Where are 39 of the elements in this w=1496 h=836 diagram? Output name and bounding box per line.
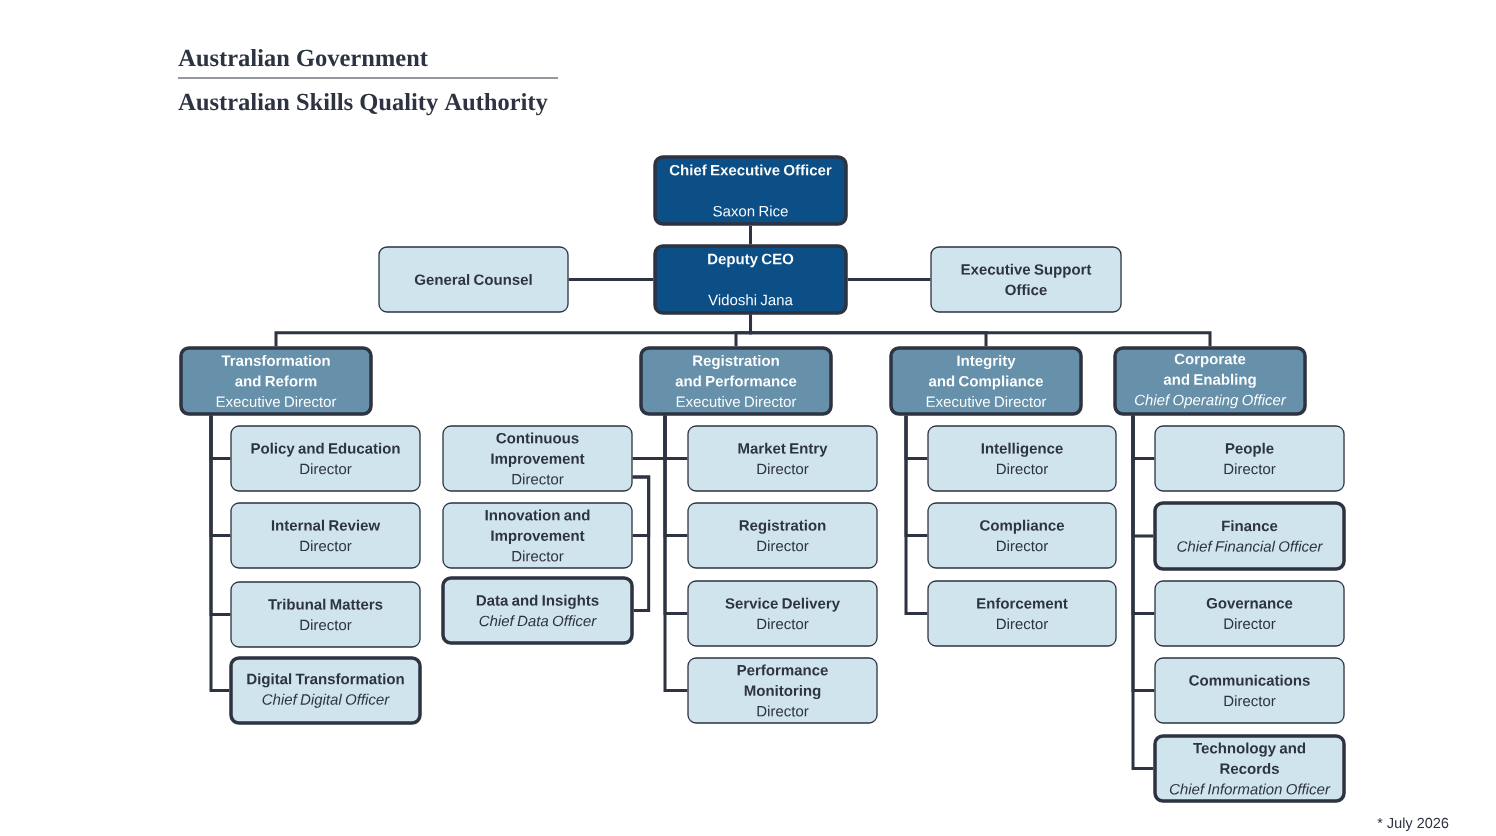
header-subtitle: Australian Skills Quality Authority (178, 93, 548, 116)
division-box: Registration and Performance Executive Director (639, 346, 833, 416)
connector-line (1131, 415, 1154, 770)
unit-box: People Director (1154, 425, 1345, 492)
unit-box: Policy and Education Director (230, 425, 421, 492)
unit-box: Governance Director (1154, 580, 1345, 647)
unit-box: Communications Director (1154, 657, 1345, 724)
connector-line (904, 415, 928, 615)
unit-box: Enforcement Director (927, 580, 1117, 647)
connector-line (749, 314, 1212, 347)
division-box: Corporate and Enabling Chief Operating Officer (1113, 346, 1307, 416)
unit-box: Performance Monitoring Director (687, 657, 878, 724)
unit-box: Internal Review Director (230, 502, 421, 569)
unit-box: Digital Transformation Chief Digital Officer (229, 656, 422, 725)
role-box: Chief Executive Officer Saxon Rice (653, 155, 848, 226)
unit-box: Data and Insights Chief Data Officer (441, 576, 634, 645)
division-box: Integrity and Compliance Executive Director (889, 346, 1083, 416)
connector-line (663, 415, 688, 692)
unit-box: General Counsel (378, 246, 569, 313)
unit-box: Technology and Records Chief Information Officer (1153, 734, 1346, 803)
connector-line (632, 475, 651, 612)
unit-box: Tribunal Matters Director (230, 581, 421, 648)
unit-box: Service Delivery Director (687, 580, 878, 647)
connector-line (749, 225, 752, 245)
connector-line (209, 415, 230, 692)
date-note: * July 2026 (1377, 817, 1449, 831)
unit-box: Market Entry Director (687, 425, 878, 492)
role-box: Deputy CEO Vidoshi Jana (653, 244, 848, 315)
unit-box: Executive Support Office (930, 246, 1122, 313)
unit-box: Continuous Improvement Director (442, 425, 633, 492)
connector-line (568, 278, 654, 281)
unit-box: Finance Chief Financial Officer (1153, 501, 1346, 571)
unit-box: Intelligence Director (927, 425, 1117, 492)
connector-line (847, 278, 931, 281)
division-box: Transformation and Reform Executive Director (179, 346, 373, 416)
unit-box: Registration Director (687, 502, 878, 569)
header-title: Australian Government (178, 49, 428, 67)
unit-box: Innovation and Improvement Director (442, 502, 633, 569)
unit-box: Compliance Director (927, 502, 1117, 569)
